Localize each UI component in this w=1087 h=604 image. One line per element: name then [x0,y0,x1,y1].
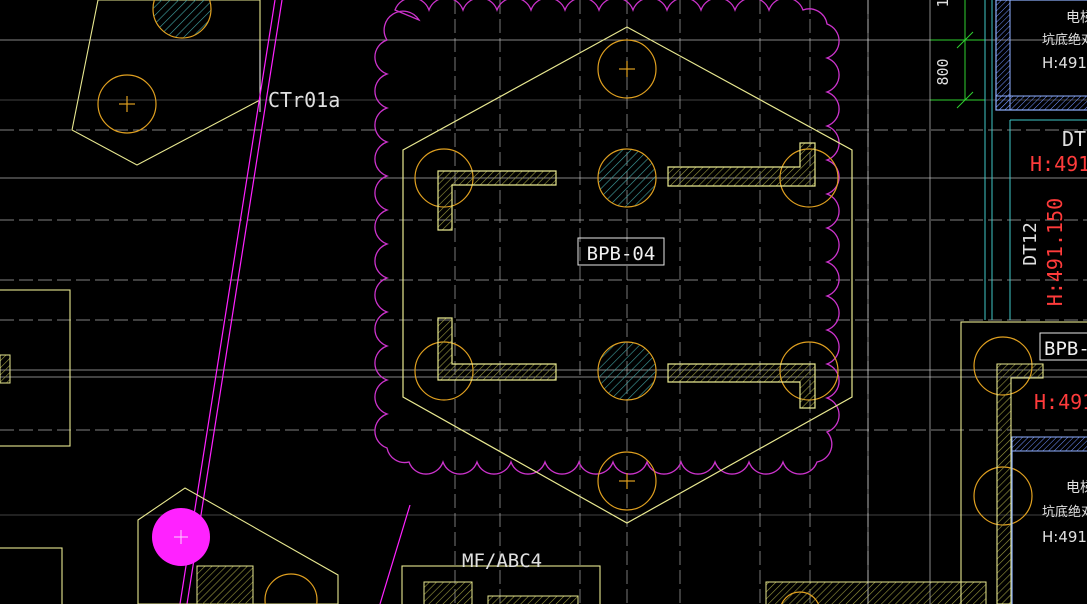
elevator-pit-bottom[interactable] [1011,436,1087,604]
hexagon-pile-cap[interactable] [402,26,853,524]
bpb-main-label[interactable]: BPB-04 [587,243,656,265]
elev-sub-top: 坑底绝对标 [1042,32,1087,48]
revision-cloud[interactable] [374,0,840,475]
bottom-left-hatch [196,565,254,604]
dim-top-label: 1 [934,0,952,8]
left-small-hatch [0,354,11,384]
construction-lines [867,0,931,604]
pile-top [597,39,657,99]
bottom-center-cap[interactable] [401,565,601,604]
bottom-left-pile [264,573,318,604]
left-column-box [0,289,71,447]
left-bottom-box [0,547,63,604]
h-top-label: H:491. [1030,152,1087,176]
h-mid-label: H:491 [1034,390,1087,414]
dim-800-label[interactable]: 800 [934,58,952,85]
pile-center-top [597,148,657,208]
dt-top-label[interactable]: DT [1062,127,1086,151]
dt12-label[interactable]: DT12 [1020,222,1041,265]
axis-grid [0,39,1087,516]
h-vertical-label: H:491.150 [1043,198,1067,306]
hatched-walls [437,142,816,409]
magenta-diagonals [179,0,411,604]
bottom-center-hatch [423,581,473,604]
bottom-right-pile [781,591,819,604]
elev-sub-bot: 坑底绝对标 [1042,504,1087,520]
bpb-label-box [577,237,665,266]
cyan-frame [984,0,1087,320]
bottom-right-hatch-band [765,581,987,604]
bottom-center-hatch-2 [487,595,579,604]
left-top-hatched-pile [152,0,212,39]
bottom-left-pile-cap[interactable] [137,487,339,604]
left-pile [97,74,157,134]
right-middle-cap[interactable] [960,321,1087,604]
elev-h-top: H:491. [1042,54,1087,72]
elevator-pit-top[interactable] [995,0,1087,111]
pile-center-bottom [597,341,657,401]
pile-bottom [597,451,657,511]
elev-h-bot: H:491. [1042,528,1087,546]
dimension-800 [930,0,985,109]
left-pile-cap[interactable] [71,0,261,166]
right-hatched-wall [996,363,1044,604]
ct-tag-label[interactable]: CTr01a [268,88,340,112]
elev-title-top: 电梯 [1066,10,1087,26]
elev-title-bot: 电梯 [1066,480,1087,496]
mf-tag-label[interactable]: MF/ABC4 [462,550,542,572]
bpb-right-box [1039,332,1087,361]
bpb-right-label[interactable]: BPB- [1044,338,1087,360]
